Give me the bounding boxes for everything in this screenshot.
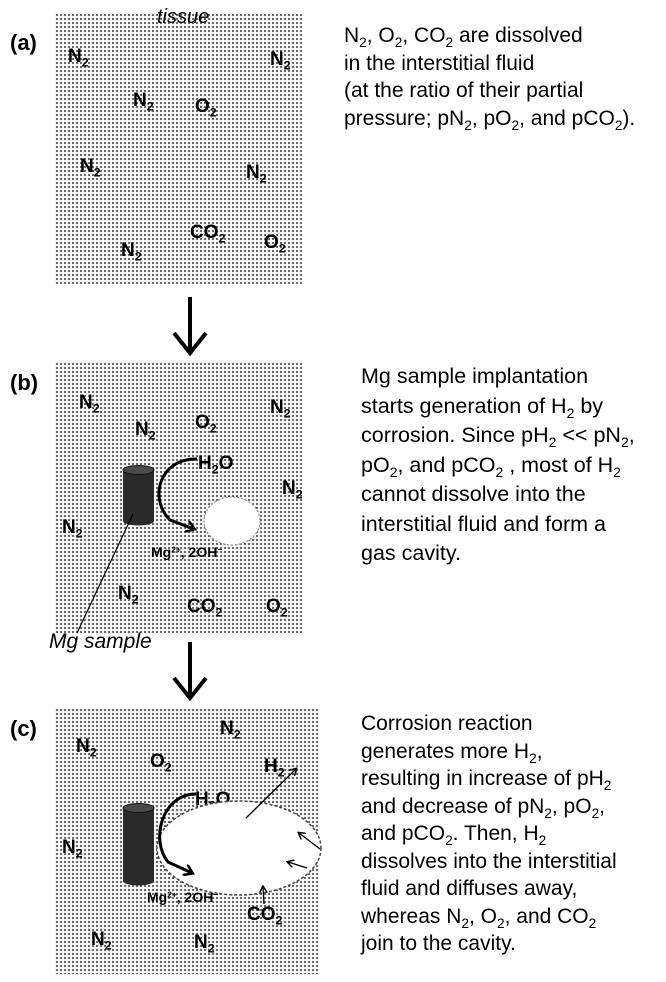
gas-label: N2 <box>121 240 142 264</box>
description-line: (at the ratio of their partial <box>344 79 584 102</box>
gas-label: CO2 <box>190 222 226 246</box>
gas-label: N2 <box>135 419 156 443</box>
gas-label: N2 <box>76 736 97 760</box>
tissue-label: tissue <box>157 6 210 28</box>
description-line: corrosion. Since pH2 << pN2, <box>361 423 635 450</box>
description-line: pressure; pN2, pO2, and pCO2). <box>344 106 636 133</box>
description-line: Corrosion reaction <box>361 712 533 735</box>
panel-c-label: (c) <box>10 716 37 741</box>
gas-label: N2 <box>80 156 101 180</box>
gas-label: N2 <box>118 583 139 607</box>
description-line: gas cavity. <box>361 541 461 565</box>
gas-label: N2 <box>62 837 83 861</box>
panel-a-description: N2, O2, CO2 are dissolved in the interst… <box>344 22 635 132</box>
down-arrow <box>172 642 208 702</box>
gas-label: N2 <box>282 478 303 502</box>
gas-label: CO2 <box>247 904 283 928</box>
corrosion-reaction-arrow <box>157 457 197 529</box>
mg-sample-label: Mg sample <box>49 630 152 653</box>
description-line: generates more H2, <box>361 739 543 766</box>
panel-b-label: (b) <box>10 370 39 395</box>
panel-b-description: Mg sample implantation starts generation… <box>361 362 635 569</box>
description-line: fluid and diffuses away, <box>361 877 578 900</box>
gas-label: N2 <box>133 90 154 114</box>
gas-label: N2 <box>270 397 291 421</box>
gas-label: H2 <box>264 756 285 780</box>
description-line: whereas N2, O2, and CO2 <box>361 904 597 931</box>
gas-label: N2 <box>62 517 83 541</box>
o2-entry-arrow <box>288 862 308 869</box>
n2-entry-arrow <box>299 833 321 850</box>
mg-sample-pointer-line <box>76 513 134 634</box>
description-line: Mg sample implantation <box>361 364 589 388</box>
panel-a-tissue <box>55 13 302 284</box>
description-line: interstitial fluid and form a <box>361 511 606 536</box>
gas-label: O2 <box>195 412 217 436</box>
h2-diffusion-arrow <box>245 769 296 819</box>
gas-label: O2 <box>264 232 286 256</box>
corrosion-reaction-arrow <box>158 792 197 873</box>
description-line: in the interstitial fluid <box>344 51 535 75</box>
co2-entry-arrow <box>263 887 264 905</box>
gas-label: N2 <box>270 49 291 73</box>
description-line: pO2, and pCO2 , most of H2 <box>361 452 621 480</box>
panel-a-label: (a) <box>10 30 37 55</box>
description-line: N2, O2, CO2 are dissolved <box>344 24 583 50</box>
description-line: and decrease of pN2, pO2, <box>361 794 606 821</box>
gas-label: N2 <box>91 929 112 953</box>
gas-label: N2 <box>68 46 89 70</box>
gas-label: H2O <box>198 453 234 477</box>
gas-label: N2 <box>79 392 100 416</box>
description-line: dissolves into the interstitial <box>361 849 617 873</box>
h2-gas-bubble <box>203 496 261 546</box>
gas-label: O2 <box>150 751 172 775</box>
gas-label: CO2 <box>187 596 223 620</box>
gas-label: N2 <box>246 162 267 186</box>
reaction-product-label: Mg2+, 2OH− <box>147 889 219 905</box>
reaction-product-label: Mg2+, 2OH− <box>151 544 223 560</box>
down-arrow <box>172 297 208 357</box>
description-line: and pCO2. Then, H2 <box>361 822 547 848</box>
description-line: join to the cavity. <box>361 932 516 955</box>
gas-label: N2 <box>194 932 215 956</box>
mg-sample-cylinder <box>122 803 155 886</box>
gas-label: O2 <box>266 596 288 620</box>
gas-label: N2 <box>220 718 241 742</box>
description-line: starts generation of H2 by <box>361 393 604 421</box>
panel-b-tissue <box>55 362 302 633</box>
panel-c-description: Corrosion reaction generates more H2, re… <box>361 710 617 958</box>
gas-cavity <box>156 800 322 896</box>
gas-label: O2 <box>195 96 217 120</box>
mg-sample-cylinder <box>122 465 155 526</box>
description-line: resulting in increase of pH2 <box>361 767 612 793</box>
description-line: cannot dissolve into the <box>361 482 586 506</box>
